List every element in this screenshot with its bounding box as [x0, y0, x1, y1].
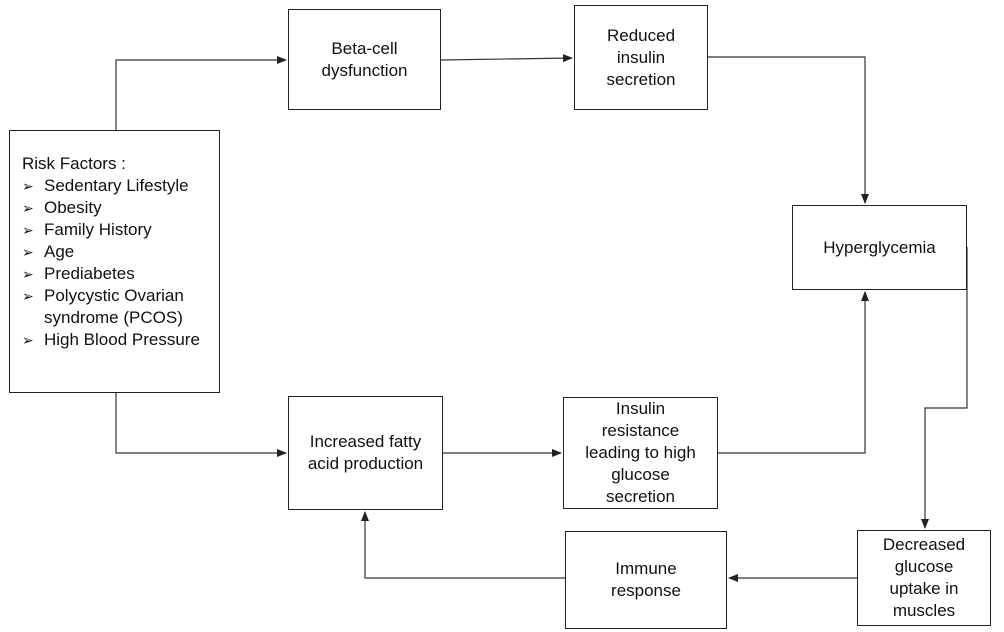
node-label: Beta-cell dysfunction	[321, 38, 408, 80]
risk-factor-item: ➢Prediabetes	[22, 264, 135, 283]
risk-factor-item: ➢Age	[22, 242, 75, 261]
risk-factor-item: ➢Family History	[22, 220, 152, 239]
node-label: Reduced insulin secretion	[606, 25, 676, 89]
arrowhead-bullet-icon: ➢	[22, 244, 34, 260]
increased-fatty-acid-production-node: Increased fatty acid production	[288, 396, 443, 510]
arrow-risk-to-fatty-acid	[115, 393, 287, 457]
risk-factor-item: ➢Polycystic Ovarian syndrome (PCOS)	[22, 286, 184, 327]
decreased-glucose-uptake-node: Decreased glucose uptake in muscles	[857, 530, 991, 626]
risk-factor-item: ➢High Blood Pressure	[22, 330, 200, 349]
immune-response-node: Immune response	[565, 531, 727, 629]
beta-cell-dysfunction-node: Beta-cell dysfunction	[288, 9, 441, 110]
arrow-reduced-insulin-to-hyperglycemia	[708, 56, 869, 204]
insulin-resistance-node: Insulin resistance leading to high gluco…	[563, 397, 718, 509]
arrow-insulin-resistance-to-hyperglycemia	[718, 291, 869, 454]
risk-factors-heading: Risk Factors :	[22, 154, 126, 173]
risk-factor-item: ➢Obesity	[22, 198, 102, 217]
arrowhead-bullet-icon: ➢	[22, 288, 34, 304]
arrowhead-bullet-icon: ➢	[22, 332, 34, 348]
node-label: Increased fatty acid production	[307, 432, 424, 473]
arrowhead-bullet-icon: ➢	[22, 200, 34, 216]
arrow-hyperglycemia-to-decreased-uptake	[921, 247, 968, 529]
arrow-risk-to-beta-cell	[115, 56, 287, 130]
hyperglycemia-node: Hyperglycemia	[792, 205, 967, 290]
reduced-insulin-secretion-node: Reduced insulin secretion	[574, 5, 708, 110]
risk-factors-list: ➢Sedentary Lifestyle ➢Obesity ➢Family Hi…	[22, 175, 219, 351]
risk-factor-item: ➢Sedentary Lifestyle	[22, 176, 189, 195]
arrowhead-bullet-icon: ➢	[22, 222, 34, 238]
node-label: Insulin resistance leading to high gluco…	[585, 399, 696, 506]
arrow-beta-cell-to-reduced-insulin	[440, 54, 573, 63]
arrowhead-bullet-icon: ➢	[22, 178, 34, 194]
node-label: Hyperglycemia	[823, 237, 936, 257]
node-label: Immune response	[611, 559, 681, 600]
risk-factors-box: Risk Factors : ➢Sedentary Lifestyle ➢Obe…	[9, 130, 220, 393]
arrowhead-bullet-icon: ➢	[22, 266, 34, 282]
arrow-immune-response-to-fatty-acid	[361, 511, 565, 579]
node-label: Decreased glucose uptake in muscles	[882, 535, 966, 620]
